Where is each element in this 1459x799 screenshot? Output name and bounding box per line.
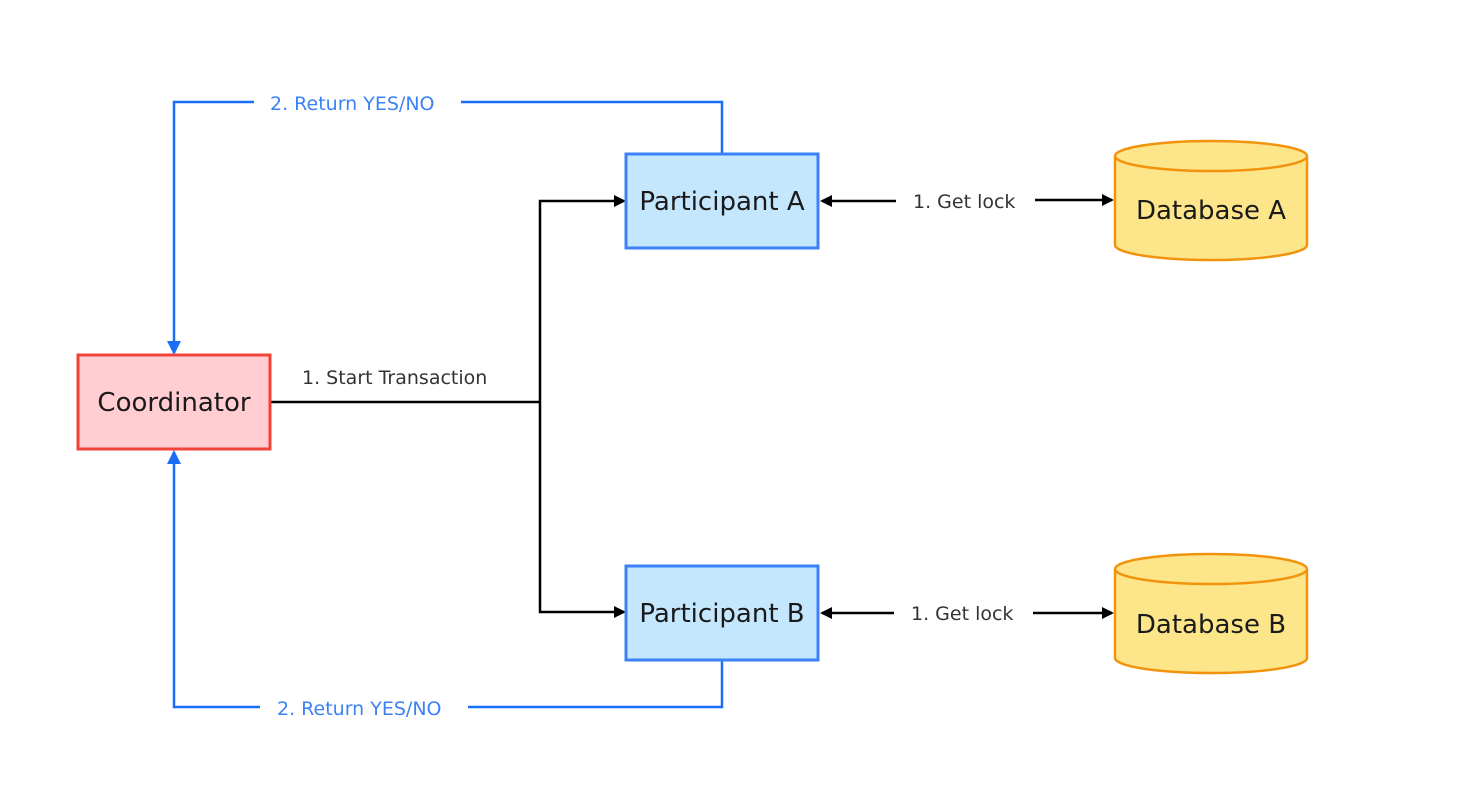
participant-b-label: Participant B	[639, 599, 804, 629]
get-lock-label-a: 1. Get lock	[913, 191, 1015, 213]
start-edge-to-participant-a	[538, 195, 626, 402]
coordinator-node: Coordinator	[76, 353, 272, 451]
return-label-b: 2. Return YES/NO	[277, 698, 442, 720]
participant-a-node: Participant A	[624, 152, 820, 250]
coordinator-label: Coordinator	[97, 388, 250, 418]
return-edge-b-to-coordinator	[167, 450, 260, 709]
start-transaction-label: 1. Start Transaction	[302, 367, 487, 389]
return-label-a: 2. Return YES/NO	[270, 93, 435, 115]
database-a-label: Database A	[1136, 196, 1286, 226]
database-b-label: Database B	[1136, 610, 1286, 640]
participant-b-node: Participant B	[624, 564, 820, 662]
start-edge-to-participant-b	[538, 402, 626, 618]
return-edge-a	[461, 100, 724, 153]
get-lock-label-b: 1. Get lock	[911, 603, 1013, 625]
return-edge-b	[468, 661, 724, 709]
return-edge-a-to-coordinator	[167, 100, 254, 355]
participant-a-label: Participant A	[639, 187, 804, 217]
database-b-node: Database B	[1113, 552, 1309, 675]
database-a-node: Database A	[1113, 139, 1309, 262]
